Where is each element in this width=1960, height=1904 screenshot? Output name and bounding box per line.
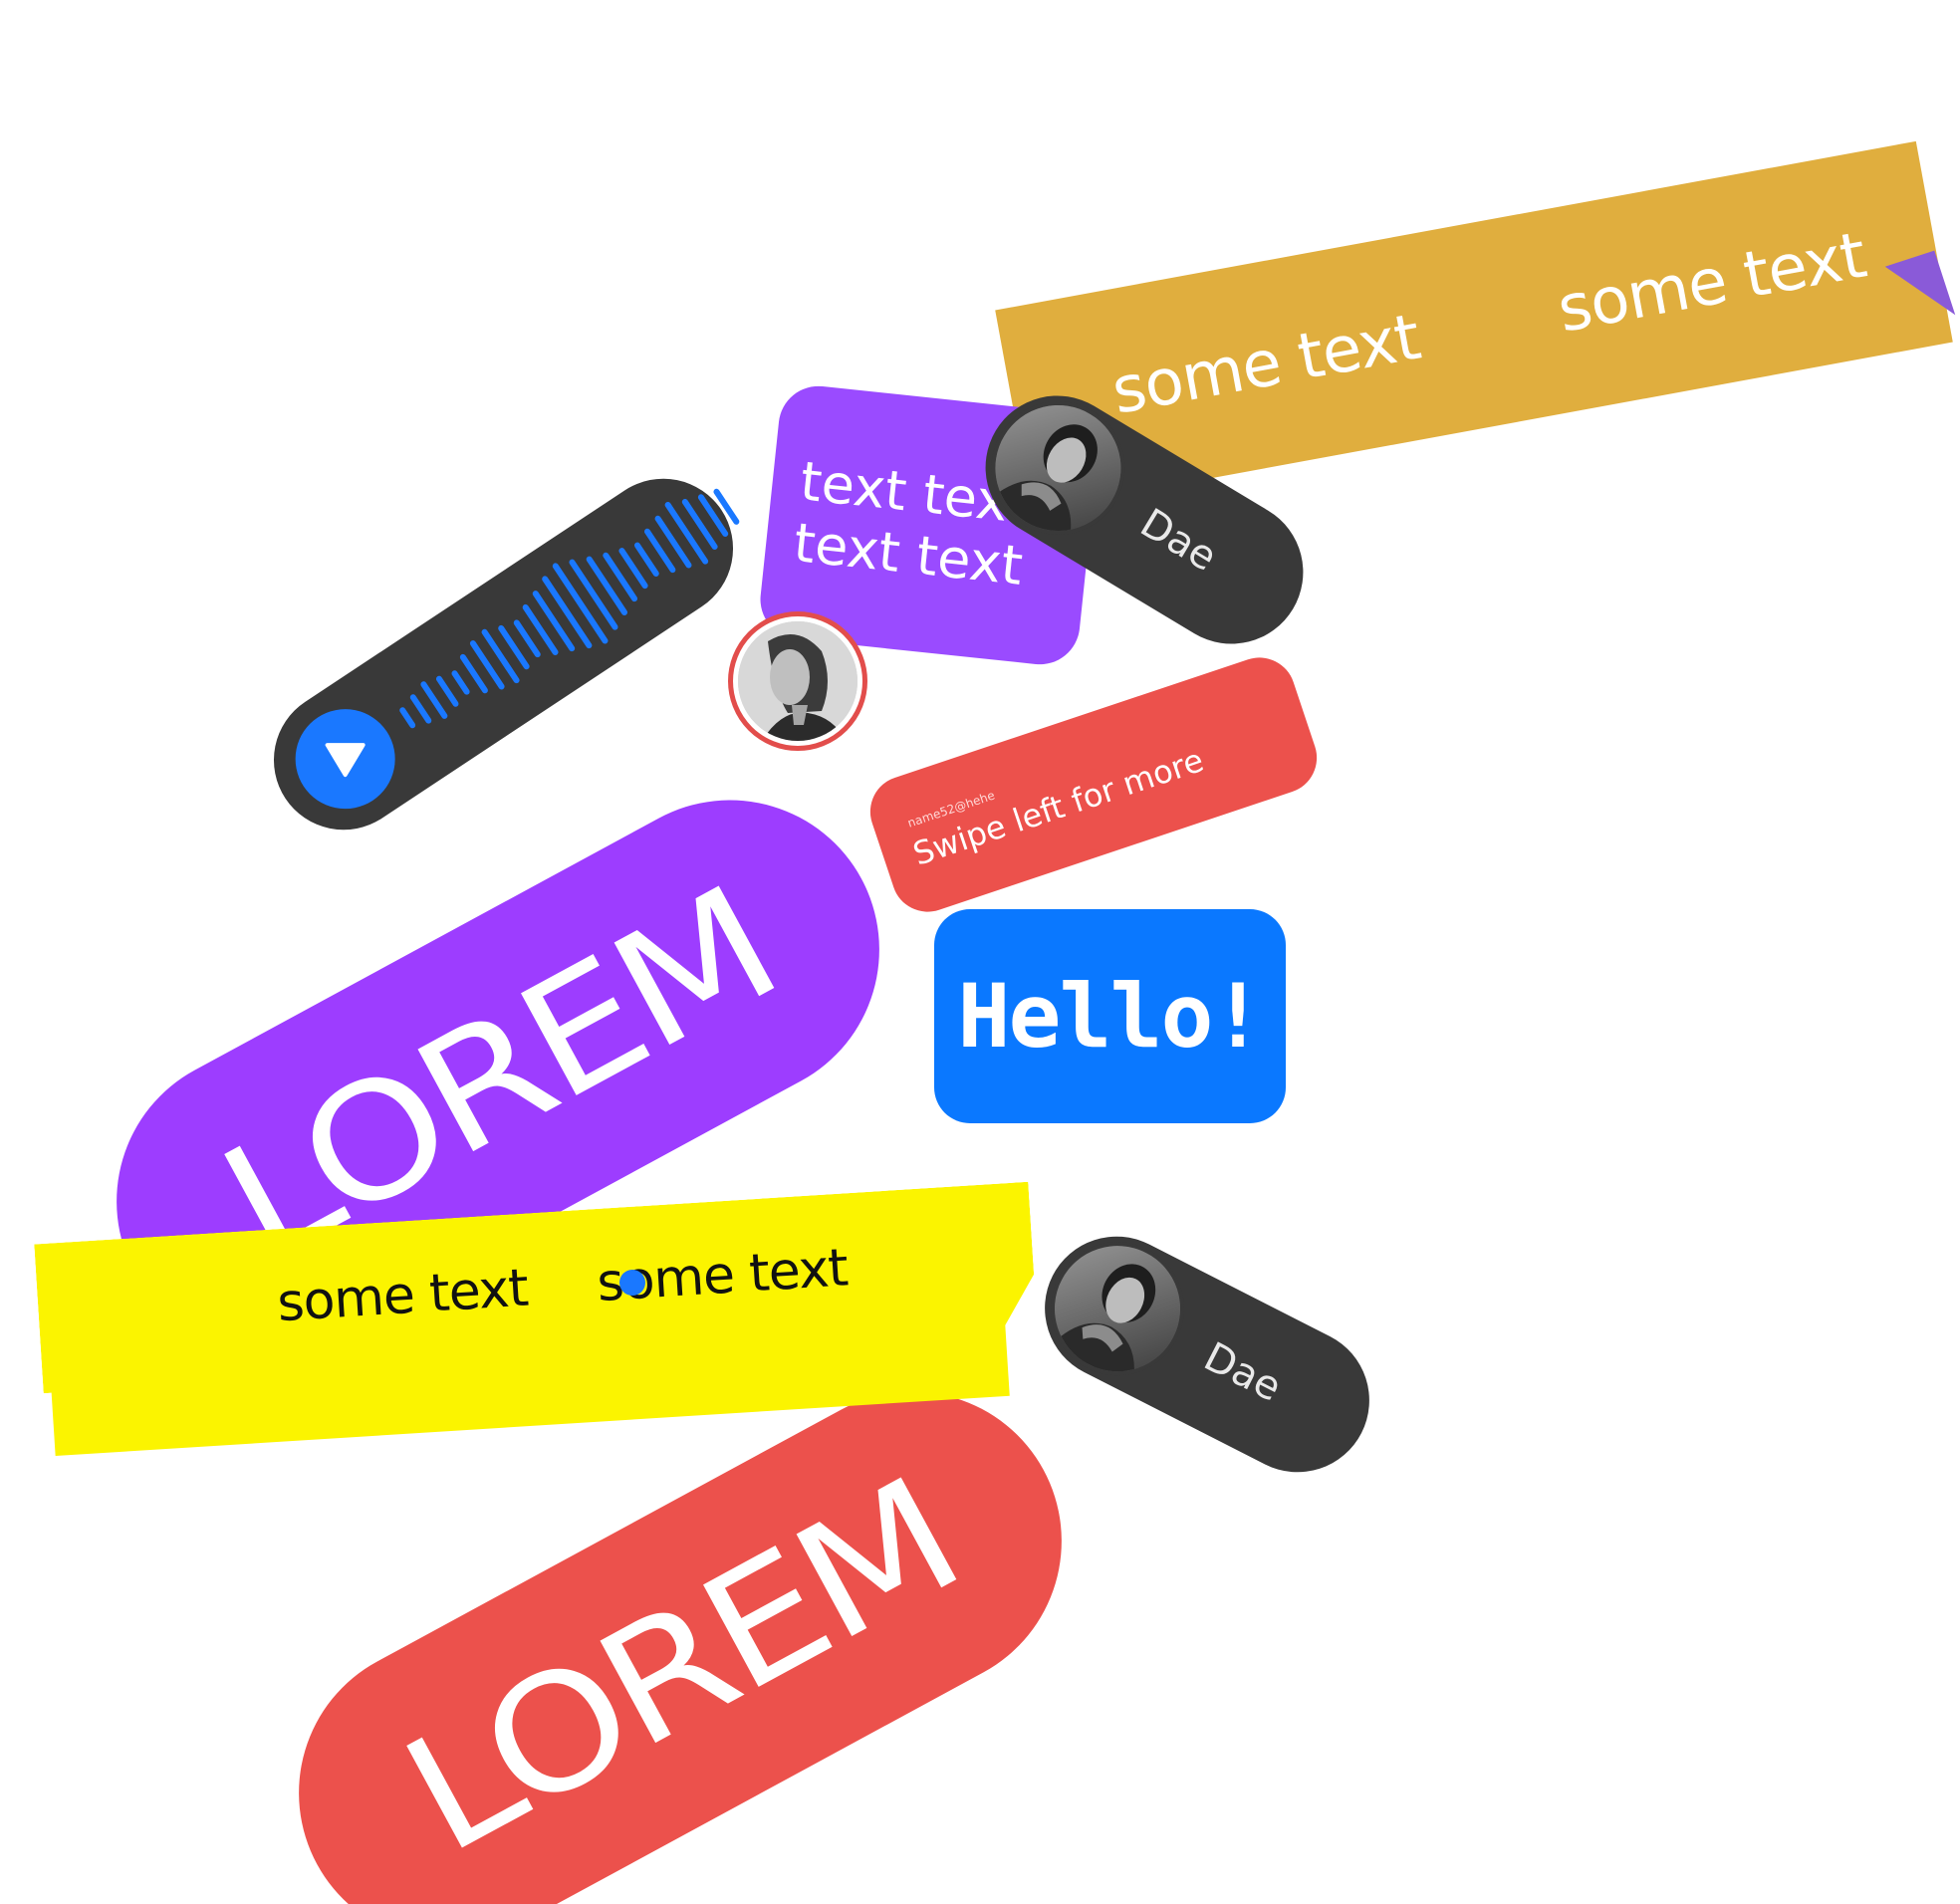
lorem-label: LOREM — [375, 1443, 985, 1890]
waveform-bar — [602, 551, 639, 603]
play-triangle-icon — [325, 743, 366, 778]
message-card[interactable]: name52@hehe Swipe left for more — [860, 647, 1327, 922]
user-chip[interactable]: Dae — [958, 368, 1331, 671]
audio-message-pill[interactable] — [246, 451, 762, 857]
hello-text: Hello! — [957, 965, 1265, 1068]
portrait-image — [971, 381, 1144, 555]
portrait-image — [738, 621, 858, 741]
user-chip[interactable]: Dae — [1020, 1211, 1394, 1498]
avatar — [966, 376, 1150, 560]
waveform-bar — [680, 497, 719, 552]
gold-ribbon-text-2: some text — [1552, 218, 1871, 348]
audio-waveform — [372, 455, 762, 769]
waveform-bar — [480, 627, 521, 685]
user-name: Dae — [1196, 1333, 1289, 1411]
waveform-bar — [398, 706, 417, 730]
yellow-ribbon-text-1: some text — [275, 1258, 530, 1334]
avatar — [1027, 1219, 1208, 1399]
waveform-bar — [468, 638, 506, 691]
play-button[interactable] — [276, 689, 414, 829]
waveform-bar — [521, 602, 560, 657]
cursor-dot — [619, 1270, 645, 1296]
waveform-bar — [653, 514, 693, 570]
avatar — [728, 611, 867, 751]
waveform-bar — [450, 669, 471, 696]
portrait-image — [1033, 1224, 1202, 1393]
user-name: Dae — [1132, 500, 1225, 581]
gold-ribbon-text-1: some text — [1105, 300, 1426, 429]
hello-message-card[interactable]: Hello! — [934, 909, 1286, 1123]
message-text: Swipe left for more — [908, 741, 1209, 873]
